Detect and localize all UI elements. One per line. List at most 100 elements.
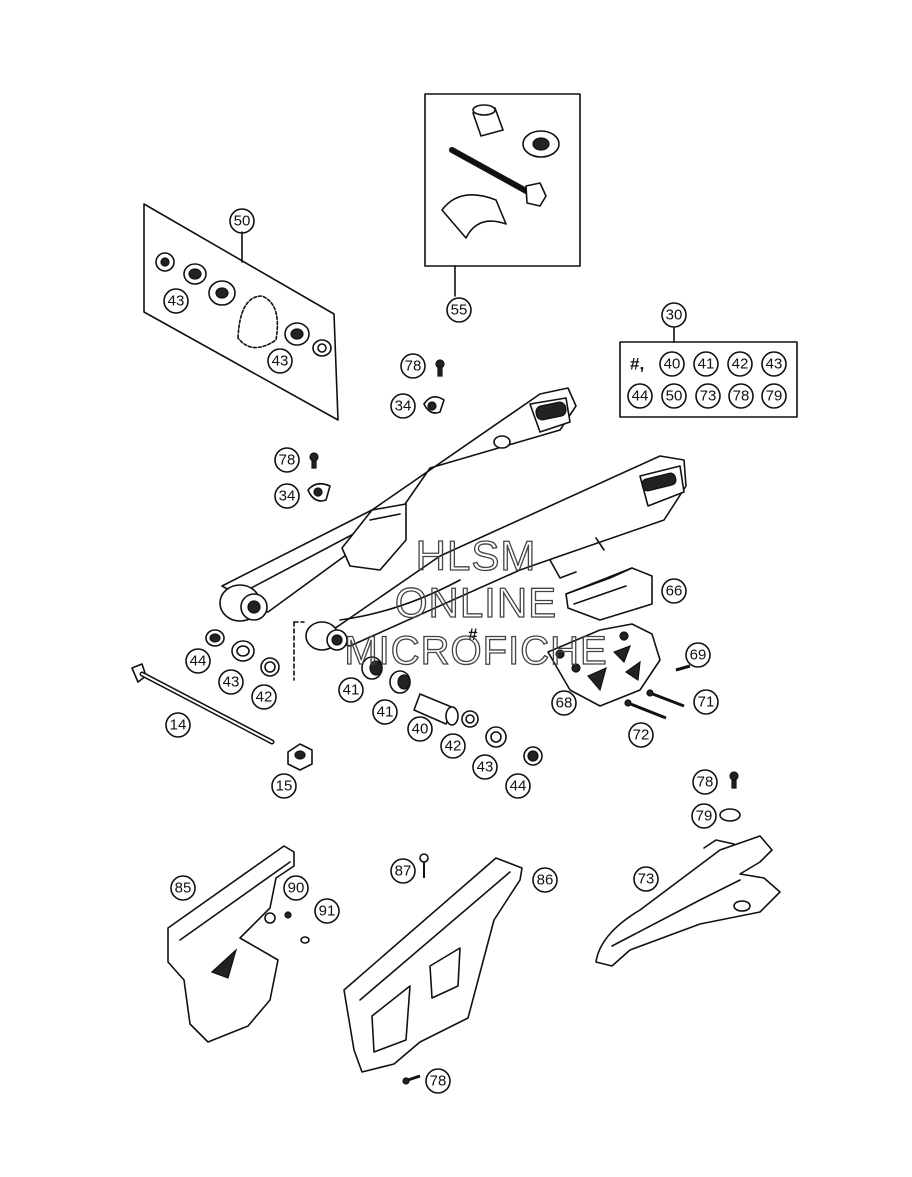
- callout-number: 73: [638, 871, 655, 888]
- callout-number: 43: [168, 293, 185, 310]
- callout-43-c: 43: [218, 669, 244, 695]
- callout-34-b: 34: [274, 483, 300, 509]
- callout-circle: [695, 383, 721, 409]
- watermark-line-1: HLSM: [416, 532, 537, 579]
- callout-circle: [691, 803, 717, 829]
- callout-number: 42: [256, 689, 273, 706]
- callout-number: 78: [697, 774, 714, 791]
- kit-30-box: [619, 327, 798, 418]
- callout-circle: [407, 716, 433, 742]
- callout-circle: [274, 447, 300, 473]
- callout-72: 72: [628, 722, 654, 748]
- callout-71: 71: [693, 689, 719, 715]
- callout-circle: [685, 642, 711, 668]
- callout-circle: [628, 722, 654, 748]
- callout-50: 50: [229, 208, 255, 234]
- callout-circle: [633, 866, 659, 892]
- callout-85: 85: [170, 875, 196, 901]
- callout-number: 87: [395, 863, 412, 880]
- callout-number: 40: [412, 721, 429, 738]
- callout-circle: [761, 383, 787, 409]
- callout-circle: [446, 297, 472, 323]
- callout-43-a: 43: [163, 288, 189, 314]
- callouts: 50 43 43 55 30 78 34 78 34 66 69 68 71 7…: [163, 208, 719, 1094]
- kit-30-row1-item-4: 43: [761, 351, 787, 377]
- callout-circle: [693, 351, 719, 377]
- swingarm: #: [219, 387, 687, 651]
- callout-number: 41: [698, 356, 715, 373]
- callout-circle: [185, 648, 211, 674]
- callout-69: 69: [685, 642, 711, 668]
- swingarm-hash-mark: #: [468, 625, 478, 644]
- callout-number: 55: [451, 302, 468, 319]
- callout-circle: [271, 773, 297, 799]
- callout-circle: [400, 353, 426, 379]
- pivot-parts: [131, 621, 313, 771]
- callout-number: 78: [733, 388, 750, 405]
- callout-78-b: 78: [274, 447, 300, 473]
- callout-number: 34: [395, 398, 412, 415]
- callout-15: 15: [271, 773, 297, 799]
- kit-50-box: [143, 203, 339, 421]
- callout-number: 91: [319, 903, 336, 920]
- callout-circle: [532, 867, 558, 893]
- callout-circle: [505, 773, 531, 799]
- callout-number: 85: [175, 880, 192, 897]
- callout-circle: [661, 383, 687, 409]
- callout-circle: [661, 302, 687, 328]
- callout-circle: [338, 677, 364, 703]
- callout-number: 44: [632, 388, 649, 405]
- callout-circle: [661, 578, 687, 604]
- callout-number: 15: [276, 778, 293, 795]
- callout-circle: [425, 1068, 451, 1094]
- kit-30-row2-item-2: 50: [661, 383, 687, 409]
- callout-number: 79: [696, 808, 713, 825]
- callout-number: 41: [343, 682, 360, 699]
- callout-number: 42: [445, 738, 462, 755]
- callout-43-b: 43: [267, 348, 293, 374]
- callout-number: 73: [700, 388, 717, 405]
- callout-number: 44: [510, 778, 527, 795]
- callout-44-a: 44: [185, 648, 211, 674]
- callout-circle: [659, 351, 685, 377]
- callout-78-d: 78: [425, 1068, 451, 1094]
- callout-42-a: 42: [251, 684, 277, 710]
- callout-number: 14: [170, 717, 187, 734]
- callout-circle: [472, 754, 498, 780]
- callout-42-b: 42: [440, 733, 466, 759]
- callout-73: 73: [633, 866, 659, 892]
- kit-30-row2-item-1: 44: [627, 383, 653, 409]
- callout-number: 90: [288, 880, 305, 897]
- watermark: HLSM ONLINE MICROFICHE: [344, 531, 608, 673]
- callout-circle: [165, 712, 191, 738]
- callout-number: 34: [279, 488, 296, 505]
- kit-30-row2-item-5: 79: [761, 383, 787, 409]
- fasteners-upper: [307, 359, 445, 502]
- callout-78-a: 78: [400, 353, 426, 379]
- callout-79: 79: [691, 803, 717, 829]
- kit-30-row1-item-2: 41: [693, 351, 719, 377]
- callout-number: 78: [279, 452, 296, 469]
- callout-number: 43: [477, 759, 494, 776]
- callout-number: 79: [766, 388, 783, 405]
- callout-41-b: 41: [372, 699, 398, 725]
- callout-circle: [218, 669, 244, 695]
- callout-number: 44: [190, 653, 207, 670]
- callout-circle: [440, 733, 466, 759]
- callout-circle: [692, 769, 718, 795]
- callout-number: 50: [666, 388, 683, 405]
- callout-circle: [693, 689, 719, 715]
- kit-30-row1-item-1: 40: [659, 351, 685, 377]
- callout-86: 86: [532, 867, 558, 893]
- callout-circle: [283, 875, 309, 901]
- callout-14: 14: [165, 712, 191, 738]
- callout-number: 42: [732, 356, 749, 373]
- callout-number: 72: [633, 727, 650, 744]
- callout-circle: [267, 348, 293, 374]
- callout-circle: [390, 393, 416, 419]
- callout-circle: [627, 383, 653, 409]
- callout-78-c: 78: [692, 769, 718, 795]
- callout-number: 40: [664, 356, 681, 373]
- callout-number: 43: [223, 674, 240, 691]
